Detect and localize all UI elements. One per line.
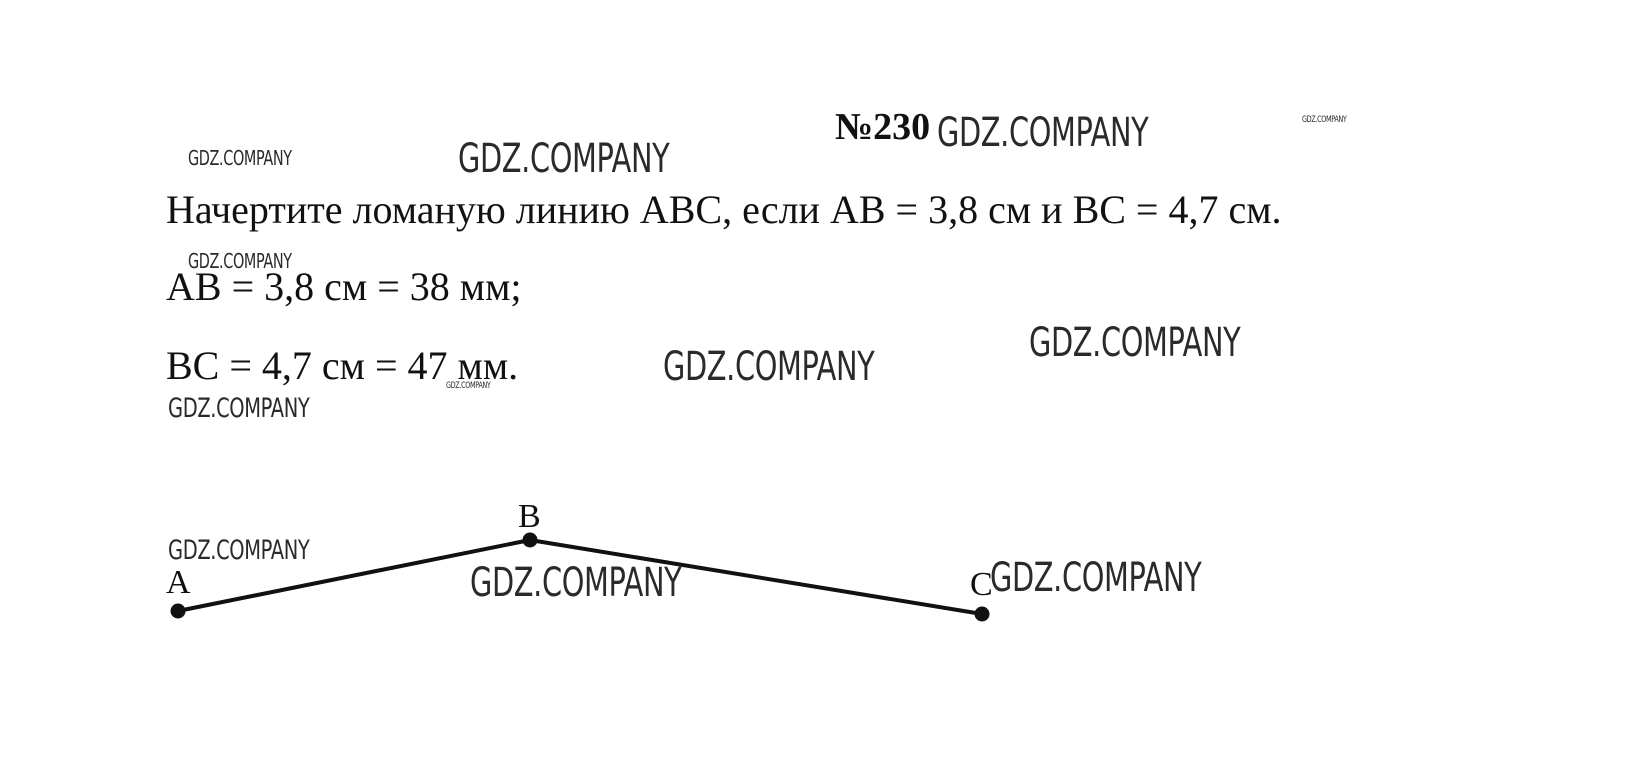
watermark-gdz: GDZ.COMPANY xyxy=(937,110,1149,156)
point-b-label: B xyxy=(518,498,541,535)
watermark-gdz: GDZ.COMPANY xyxy=(188,146,292,170)
watermark-gdz: GDZ.COMPANY xyxy=(168,393,310,424)
point-b xyxy=(522,532,538,548)
watermark-gdz: GDZ.COMPANY xyxy=(1029,320,1241,366)
bc-length-conversion: BC = 4,7 см = 47 мм. xyxy=(166,343,519,388)
watermark-gdz: GDZ.COMPANY xyxy=(663,344,875,390)
watermark-gdz: GDZ.COMPANY xyxy=(470,560,682,606)
watermark-gdz: GDZ.COMPANY xyxy=(188,249,292,273)
ab-length-conversion: AB = 3,8 см = 38 мм; xyxy=(166,264,522,309)
watermark-gdz: GDZ.COMPANY xyxy=(458,136,670,182)
problem-statement: Начертите ломаную линию ABC, если AB = 3… xyxy=(166,187,1282,232)
watermark-gdz: GDZ.COMPANY xyxy=(1302,115,1347,125)
watermark-gdz: GDZ.COMPANY xyxy=(168,535,310,566)
point-a xyxy=(170,603,186,619)
point-a-label: A xyxy=(166,564,191,601)
point-c xyxy=(974,606,990,622)
watermark-gdz: GDZ.COMPANY xyxy=(990,555,1202,601)
watermark-gdz: GDZ.COMPANY xyxy=(446,381,491,391)
problem-number: №230 xyxy=(835,106,931,148)
